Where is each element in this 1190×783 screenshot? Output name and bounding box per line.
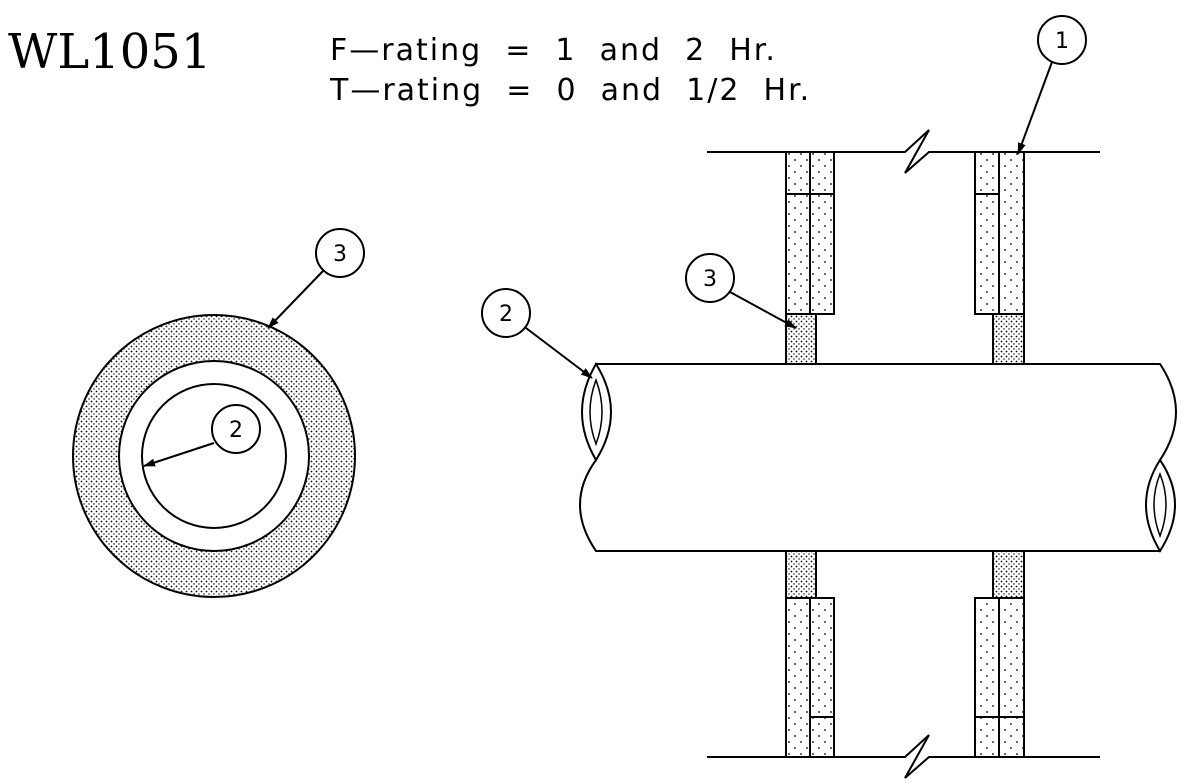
callout-1-label: 1 [1055,29,1069,54]
callout-3-elev-label: 3 [703,267,717,292]
f-rating-text: F—rating = 1 and 2 Hr. [330,33,777,68]
wall-top-line [707,129,1100,174]
wall-left-lower [785,597,835,758]
callout-2-label: 2 [229,418,243,443]
callout-3-section: 3 [267,228,365,329]
pipe-end-left [581,362,612,462]
callout-3-elevation: 3 [685,253,797,329]
sealant-right-top [992,313,1025,365]
elevation-view [579,129,1177,779]
pipe-end-left-inner [589,377,603,447]
wall-right-upper [974,151,1025,315]
callout-2-section: 2 [143,404,261,467]
wall-bottom-line [707,734,1100,779]
detail-title: WL1051 [8,24,212,80]
section-view [72,314,356,598]
sealant-right-bottom [992,550,1025,599]
sealant-left-top [785,313,817,365]
wall-left-upper [785,151,835,315]
sealant-left-bottom [785,550,817,599]
t-rating-text: T—rating = 0 and 1/2 Hr. [330,73,812,108]
pipe-end-right-inner [1153,471,1167,539]
pipe-section [141,383,287,529]
callout-2-elevation: 2 [481,288,593,379]
pipe-elevation [579,363,1177,552]
callout-2-elev-label: 2 [499,302,513,327]
wall-right-lower [974,597,1025,758]
pipe-end-right [1145,458,1176,553]
callout-1: 1 [1017,15,1087,155]
callout-3-label: 3 [333,242,347,267]
